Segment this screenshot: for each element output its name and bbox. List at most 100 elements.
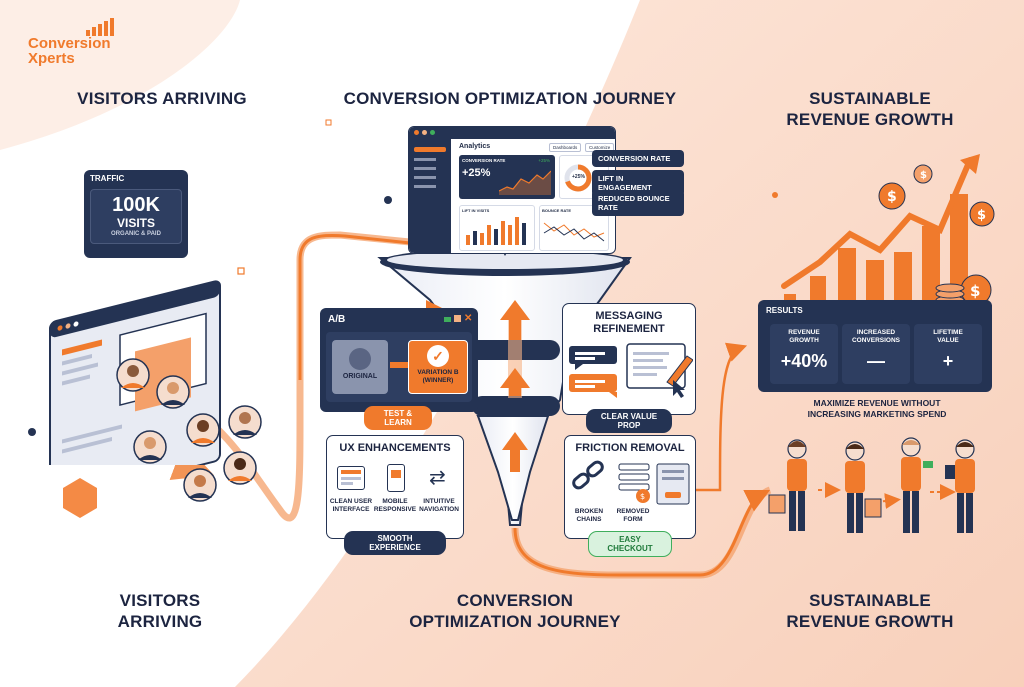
metric-1-l1: REVENUE [788,329,820,336]
heading-revenue-top: SUSTAINABLE REVENUE GROWTH [770,88,970,130]
form-icon: $ [618,463,690,505]
messaging-illustration [569,343,693,398]
heading-revenue-bottom: SUSTAINABLE REVENUE GROWTH [770,590,970,632]
svg-text:$: $ [920,170,927,181]
metric-3-l1: LIFETIME [933,329,963,336]
close-icon[interactable]: ✕ [464,313,473,324]
dashboard-sidebar [409,139,451,253]
avatar [116,358,150,392]
bounce-rate-card: BOUNCE RATE [539,205,609,251]
customer-figure [901,437,933,533]
friction-item-2-l1: REMOVED [616,508,650,515]
donut-chart [564,164,592,192]
ux-item-1-l2: INTERFACE [332,506,370,513]
friction-item-1-l2: CHAINS [576,516,602,523]
metric-1-value: +40% [780,351,828,371]
results-title: RESULTS [766,306,803,315]
layout-icon [337,466,365,490]
analytics-dashboard: Analytics Dashboards Customize CONVERSIO… [408,126,616,254]
logo-line-2: Xperts [28,50,75,67]
maximize-icon [454,315,461,322]
customer-figure [845,441,882,533]
logo-bars-icon [86,18,114,36]
avatar [156,375,190,409]
metric-3-value: + [942,351,954,371]
avatar [223,451,257,485]
conversion-rate-value: +25% [462,167,491,179]
shopping-bag-icon [768,494,786,514]
lift-in-visits-card: LIFT IN VISITS [459,205,535,251]
callout-conversion-rate: CONVERSION RATE [592,150,684,167]
heading-revenue-bottom-line1: SUSTAINABLE [809,591,931,610]
messaging-refinement-panel: MESSAGING REFINEMENT [562,303,696,415]
ux-title: UX ENHANCEMENTS [339,442,451,454]
heading-journey-top: CONVERSION OPTIMIZATION JOURNEY [343,89,677,108]
dashboards-dropdown[interactable]: Dashboards [549,143,582,152]
customers-group [768,437,975,533]
revenue-growth-chart: $ $ $ $ [781,154,995,306]
friction-item-1-l1: BROKEN [574,508,604,515]
cursor-icon [673,380,685,398]
avatar [183,468,217,502]
ux-item-3-l2: NAVIGATION [419,506,459,513]
phone-icon [387,464,405,492]
heading-revenue-bottom-line2: REVENUE GROWTH [786,612,954,631]
visitors-group [116,358,262,502]
friction-title: FRICTION REMOVAL [575,442,685,454]
dashboard-titlebar [409,127,615,139]
traffic-value-box: 100K VISITS ORGANIC & PAID [90,189,182,244]
ux-item-1-l1: CLEAN USER [329,498,373,505]
svg-text:$: $ [640,492,645,501]
minimize-icon [444,317,451,322]
maximize-revenue-text: MAXIMIZE REVENUE WITHOUT INCREASING MARK… [772,398,982,420]
logo-line-1: Conversion [28,35,111,52]
metric-2-value: — [867,351,885,371]
signpost-icon: ⇄ [429,467,446,489]
lift-in-visits-label: LIFT IN VISITS [462,208,490,213]
metric-2-l2: CONVERSIONS [851,337,901,344]
conversion-rate-card: CONVERSION RATE +25% +25% [459,155,555,199]
avatar [186,413,220,447]
results-panel: RESULTS REVENUE GROWTH +40% INCREASED CO… [758,300,992,392]
svg-text:$: $ [977,208,986,223]
traffic-value: 100K [112,194,160,216]
conversion-rate-label: CONVERSION RATE [462,158,506,163]
traffic-sub: ORGANIC & PAID [111,231,161,237]
metric-increased-conversions: INCREASED CONVERSIONS — [842,324,910,384]
heading-visitors-bottom-line1: VISITORS [119,591,201,610]
callout-bounce-rate: REDUCED BOUNCE RATE [592,190,684,216]
customer-figure [945,439,975,533]
heading-journey-bottom: CONVERSION OPTIMIZATION JOURNEY [380,590,650,632]
smooth-experience-tag: SMOOTH EXPERIENCE [344,531,446,555]
original-label: ORIGINAL [342,373,378,380]
heading-revenue-top-line2: REVENUE GROWTH [786,110,954,129]
traffic-label: TRAFFIC [90,174,125,183]
traffic-card: TRAFFIC 100K VISITS ORGANIC & PAID [84,170,188,258]
test-learn-tag: TEST & LEARN [364,406,432,430]
conversion-rate-small: +25% [538,158,550,163]
svg-text:$: $ [970,282,980,300]
ab-body: ORIGINAL ✓ VARIATION B (WINNER) [326,332,472,402]
customer-figure [768,439,807,531]
metric-3-l2: VALUE [937,337,959,344]
conversion-trend-line [499,170,551,195]
ux-item-2-l1: MOBILE [382,498,408,505]
messaging-title-1: MESSAGING [595,310,663,322]
messaging-title-2: REFINEMENT [593,323,665,335]
ab-title: A/B [328,314,346,325]
bounce-line-chart [543,222,605,242]
checkmark-icon: ✓ [427,345,449,367]
heading-visitors-arriving-top: VISITORS ARRIVING [77,89,247,108]
pencil-icon [666,355,693,387]
dashboard-title: Analytics [459,143,491,150]
original-variant: ORIGINAL [332,340,388,394]
lift-bar-chart [466,217,526,245]
broken-chain-icon [572,460,604,490]
svg-text:$: $ [887,189,897,205]
ux-item-2-l2: RESPONSIVE [373,506,417,513]
variation-b-winner: ✓ VARIATION B (WINNER) [408,340,468,394]
variation-label-1: VARIATION B [417,369,459,376]
heading-visitors-bottom-line2: ARRIVING [117,612,203,631]
